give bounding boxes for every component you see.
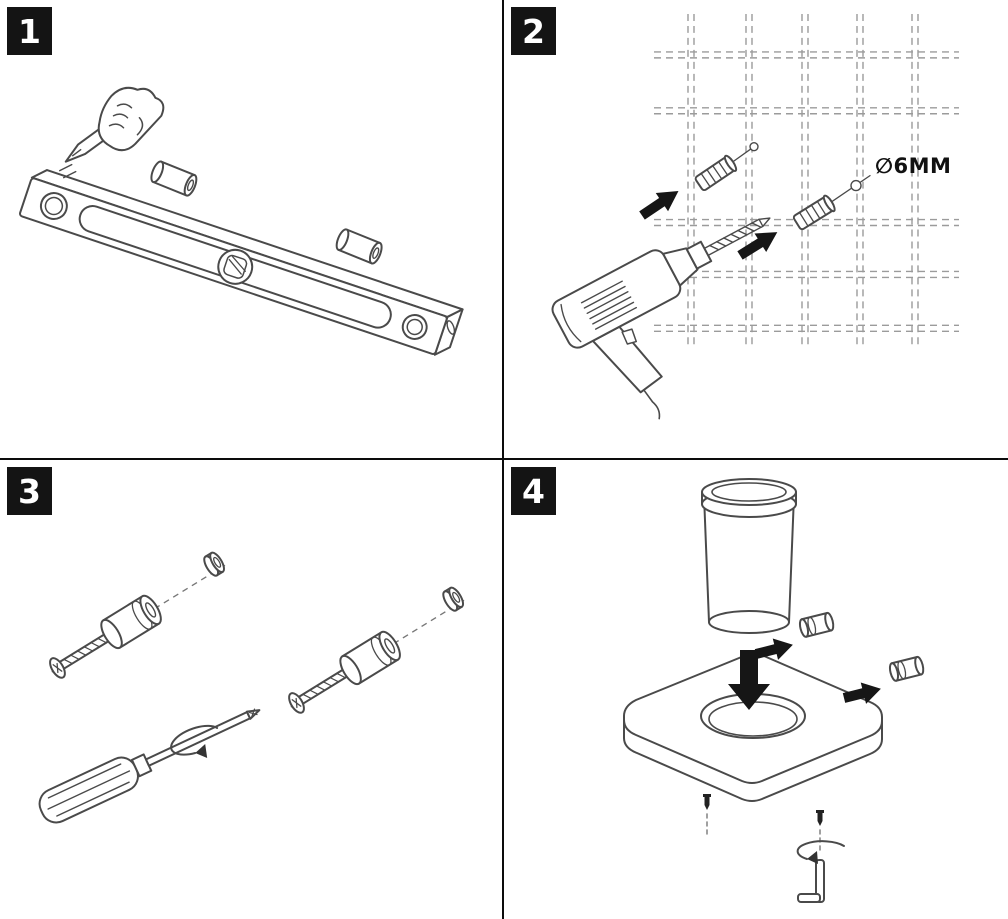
step-3-illustration	[38, 551, 467, 824]
guide-line-2	[828, 174, 871, 205]
step-1-number: 1	[18, 11, 41, 51]
step-2-badge: 2	[511, 7, 556, 55]
spacer-cylinder-b	[339, 630, 401, 686]
step-1-badge: 1	[7, 7, 52, 55]
wall-anchor-1	[150, 160, 198, 197]
step-4-illustration	[623, 478, 925, 903]
power-drill	[551, 217, 771, 420]
end-cap-1	[798, 611, 835, 638]
guide-line-1	[730, 146, 755, 164]
step-3-number: 3	[18, 471, 41, 511]
drill-hole-1	[749, 141, 759, 152]
wall-anchor-2	[335, 228, 383, 265]
drill-diameter-label: ∅6MM	[875, 154, 952, 178]
set-screw-2	[816, 810, 824, 826]
step-3-badge: 3	[7, 467, 52, 515]
step-1-illustration	[19, 86, 464, 356]
cap-nut-b	[442, 586, 465, 612]
step-2-panel: 2 ∅6MM	[504, 0, 1008, 460]
set-screw-1	[703, 794, 711, 810]
spacer-cylinder-a	[100, 594, 162, 650]
cap-nut-a	[203, 551, 225, 577]
mounting-plate	[623, 653, 883, 802]
tile-grout-grid	[654, 13, 959, 350]
insert-arrow-2	[737, 232, 778, 260]
wall-plug-1	[694, 154, 738, 192]
screw-b	[288, 668, 352, 714]
cap-arrow-2	[842, 682, 881, 704]
drill-hole-2	[850, 179, 862, 192]
hex-key	[797, 859, 825, 903]
insert-down-arrow	[728, 650, 770, 710]
insert-arrow-1	[639, 190, 679, 220]
step-2-number: 2	[522, 11, 545, 51]
step-3-panel: 3	[0, 460, 504, 919]
drill-bit	[703, 217, 771, 257]
step-2-illustration	[551, 13, 959, 420]
step-4-number: 4	[522, 471, 545, 511]
spirit-level	[19, 169, 464, 356]
step-1-panel: 1	[0, 0, 504, 460]
wall-plug-2	[792, 194, 836, 231]
marking-hand-pencil-icon	[59, 86, 165, 179]
holder-cup	[701, 478, 797, 634]
end-cap-2	[888, 655, 925, 682]
hex-rotation-arrow	[796, 840, 845, 864]
step-4-badge: 4	[511, 467, 556, 515]
step-4-panel: 4	[504, 460, 1008, 919]
rotation-arrow	[170, 724, 219, 758]
cap-arrow-1	[754, 638, 793, 660]
phillips-screwdriver	[38, 708, 261, 824]
